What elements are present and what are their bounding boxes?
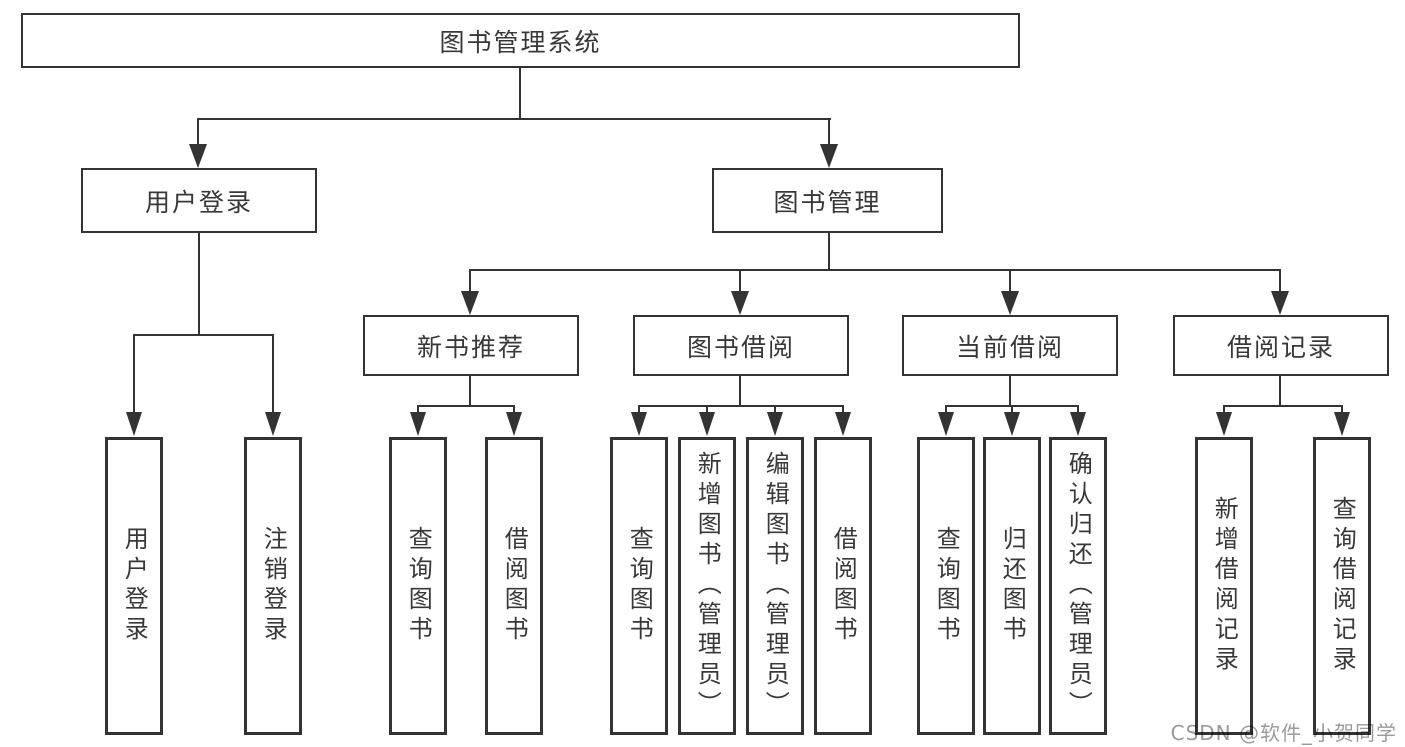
connector-drop <box>469 269 471 293</box>
connector-drop <box>513 405 515 414</box>
arrow-down-icon <box>506 412 522 436</box>
arrow-down-icon <box>126 412 142 436</box>
node-label: 确认归还（管理员） <box>1064 451 1093 721</box>
node-label: 图书借阅 <box>686 332 795 362</box>
node-leaf-bb-add-books: 新增图书（管理员） <box>678 437 736 735</box>
node-label: 归还图书 <box>998 526 1027 646</box>
arrow-down-icon <box>1001 291 1019 315</box>
node-leaf-bb-borrow-books: 借阅图书 <box>814 437 872 735</box>
node-label: 编辑图书（管理员） <box>761 451 790 721</box>
arrow-down-icon <box>1070 412 1086 436</box>
arrow-down-icon <box>265 412 281 436</box>
connector-l2-hline <box>469 269 1281 271</box>
node-label: 图书管理 <box>773 187 882 217</box>
node-book-management: 图书管理 <box>712 168 943 233</box>
node-leaf-logout: 注销登录 <box>244 437 302 735</box>
arrow-down-icon <box>1334 412 1350 436</box>
arrow-down-icon <box>410 412 426 436</box>
connector-drop <box>1009 269 1011 293</box>
node-label: 借阅图书 <box>829 526 858 646</box>
node-label: 查询图书 <box>625 526 654 646</box>
arrow-down-icon <box>1271 291 1289 315</box>
node-leaf-br-query-record: 查询借阅记录 <box>1313 437 1371 735</box>
connector-hline <box>1223 405 1343 407</box>
node-leaf-cb-return-books: 归还图书 <box>983 437 1041 735</box>
node-label: 借阅图书 <box>500 526 529 646</box>
arrow-down-icon <box>731 291 749 315</box>
arrow-down-icon <box>189 144 207 168</box>
arrow-down-icon <box>820 144 838 168</box>
node-leaf-cb-confirm-return: 确认归还（管理员） <box>1049 437 1107 735</box>
connector-drop <box>774 405 776 414</box>
connector-drop <box>1279 269 1281 293</box>
connector-drop <box>706 405 708 414</box>
node-book-borrow: 图书借阅 <box>633 315 849 376</box>
node-leaf-bb-query-books: 查询图书 <box>610 437 668 735</box>
node-leaf-user-login: 用户登录 <box>105 437 163 735</box>
node-label: 用户登录 <box>144 187 253 217</box>
node-new-book-recommend: 新书推荐 <box>363 315 579 376</box>
connector-drop <box>272 334 274 412</box>
node-label: 新书推荐 <box>416 332 525 362</box>
connector-drop <box>1223 405 1225 414</box>
connector-drop <box>1341 405 1343 414</box>
connector-drop <box>417 405 419 414</box>
arrow-down-icon <box>835 412 851 436</box>
csdn-watermark: CSDN @软件_小贺同学 <box>1170 721 1397 745</box>
arrow-down-icon <box>461 291 479 315</box>
connector-drop <box>1011 405 1013 414</box>
node-leaf-cb-query-books: 查询图书 <box>917 437 975 735</box>
connector-trunk <box>739 376 741 407</box>
connector-user-login-trunk <box>198 233 200 335</box>
node-label: 查询借阅记录 <box>1328 496 1357 676</box>
arrow-down-icon <box>938 412 954 436</box>
node-label: 注销登录 <box>259 526 288 646</box>
node-root: 图书管理系统 <box>21 13 1020 68</box>
connector-drop <box>842 405 844 414</box>
connector-drop <box>828 118 830 146</box>
connector-hline <box>638 405 844 407</box>
node-user-login: 用户登录 <box>81 168 317 233</box>
connector-trunk <box>469 376 471 407</box>
connector-book-mgmt-trunk <box>828 233 830 271</box>
connector-drop <box>739 269 741 293</box>
node-borrow-records: 借阅记录 <box>1173 315 1389 376</box>
connector-user-login-hline <box>133 334 274 336</box>
connector-drop <box>133 334 135 412</box>
arrow-down-icon <box>631 412 647 436</box>
node-label: 用户登录 <box>120 526 149 646</box>
arrow-down-icon <box>699 412 715 436</box>
node-label: 查询图书 <box>404 526 433 646</box>
connector-hline <box>417 405 515 407</box>
node-leaf-nb-query-books: 查询图书 <box>389 437 447 735</box>
connector-drop <box>197 118 199 146</box>
connector-trunk <box>1009 376 1011 407</box>
arrow-down-icon <box>1004 412 1020 436</box>
connector-drop <box>945 405 947 414</box>
node-label: 图书管理系统 <box>439 27 602 57</box>
node-label: 查询图书 <box>932 526 961 646</box>
node-leaf-br-add-record: 新增借阅记录 <box>1195 437 1253 735</box>
connector-l1-hline <box>197 118 831 120</box>
arrow-down-icon <box>767 412 783 436</box>
node-label: 新增借阅记录 <box>1210 496 1239 676</box>
connector-trunk <box>1279 376 1281 407</box>
arrow-down-icon <box>1216 412 1232 436</box>
connector-drop <box>638 405 640 414</box>
node-label: 新增图书（管理员） <box>693 451 722 721</box>
node-current-borrow: 当前借阅 <box>902 315 1118 376</box>
connector-drop <box>1077 405 1079 414</box>
node-leaf-nb-borrow-books: 借阅图书 <box>485 437 543 735</box>
connector-root-trunk <box>519 68 521 119</box>
node-leaf-bb-edit-books: 编辑图书（管理员） <box>746 437 804 735</box>
node-label: 借阅记录 <box>1226 332 1335 362</box>
node-label: 当前借阅 <box>955 332 1064 362</box>
